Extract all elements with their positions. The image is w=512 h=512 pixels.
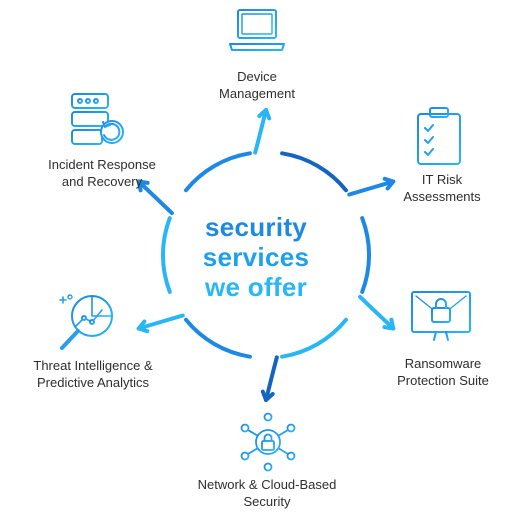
monitor-lock-icon (411, 291, 471, 342)
ring-arc (161, 216, 172, 294)
clipboard-checklist-icon (417, 107, 461, 165)
arrow-device-management (253, 108, 272, 155)
arrow-ransomware-protection (358, 294, 396, 331)
ring-arc (184, 151, 252, 193)
ring-arc (280, 317, 348, 359)
center-title: security services we offer (156, 212, 356, 302)
arrow-network-cloud-security (260, 355, 279, 402)
magnifier-analytics-icon (59, 294, 113, 350)
central-ring (161, 151, 371, 359)
laptop-icon (229, 9, 285, 51)
ring-arc (184, 317, 252, 359)
center-title-line: we offer (204, 272, 308, 302)
arrow-incident-response (136, 179, 174, 216)
arrow-threat-intelligence (136, 313, 185, 334)
arrow-it-risk-assessments (347, 176, 396, 197)
center-title-line: services (202, 242, 310, 272)
ring-arc (360, 216, 371, 294)
ring-arc (280, 151, 348, 193)
service-arrows (136, 108, 396, 402)
network-lock-icon (240, 412, 296, 472)
server-restore-icon (71, 93, 124, 145)
center-title-line: security (204, 212, 308, 242)
label-threat-intelligence: Threat Intelligence &Predictive Analytic… (33, 358, 153, 390)
